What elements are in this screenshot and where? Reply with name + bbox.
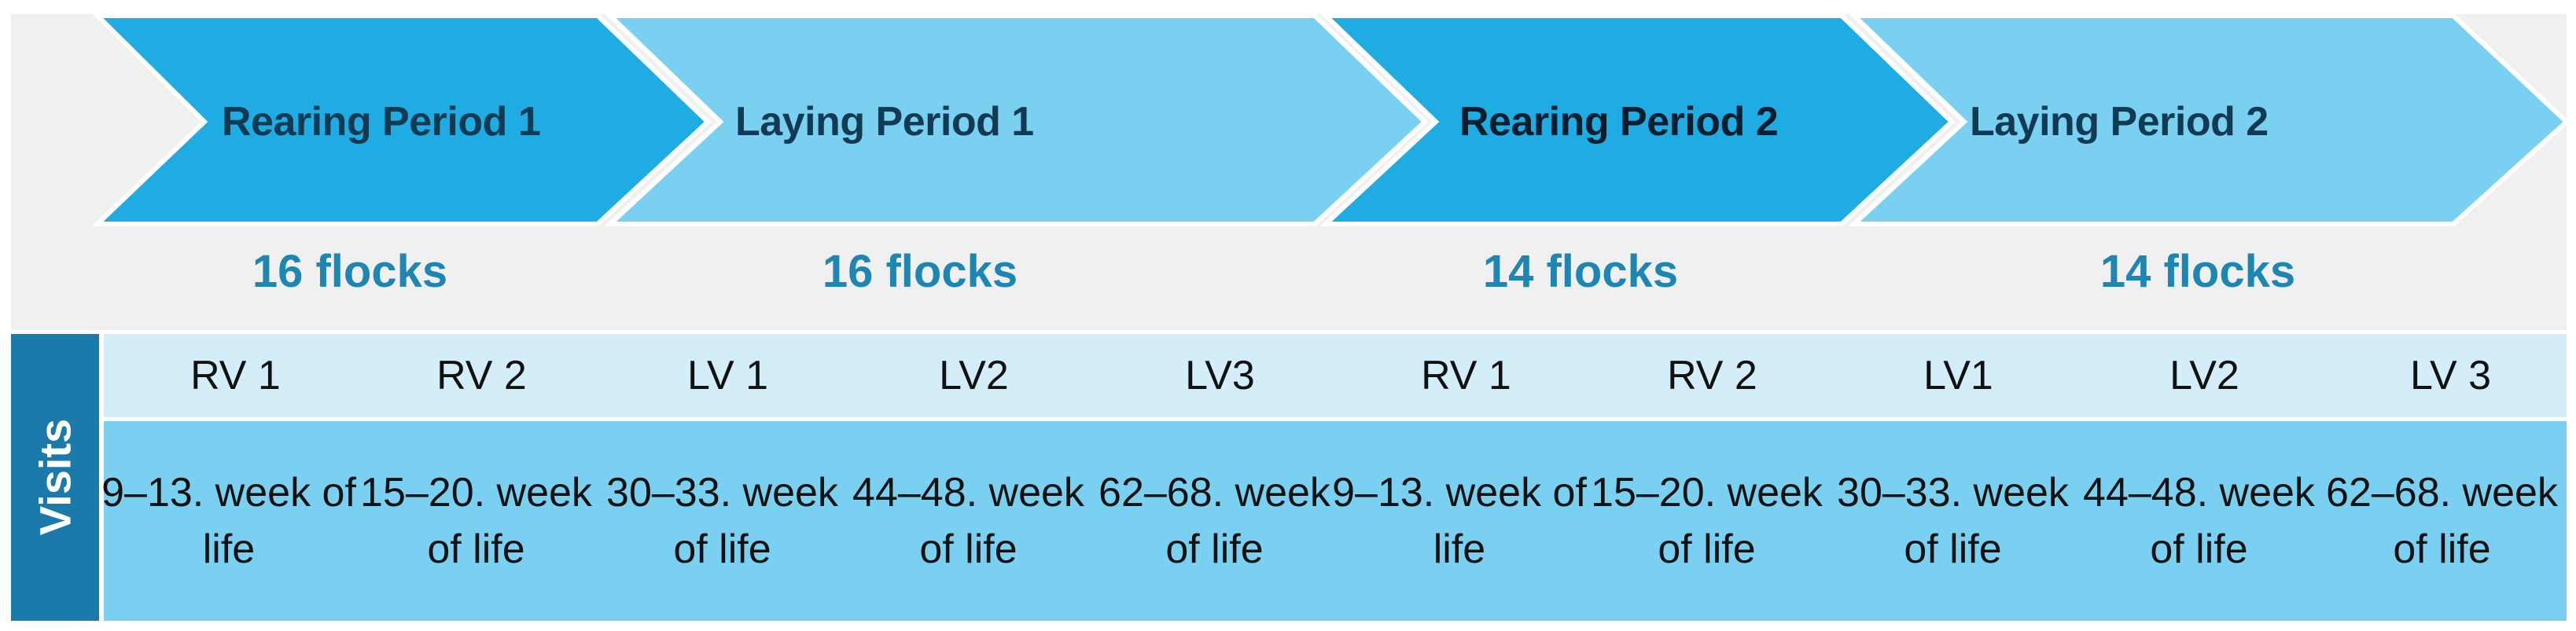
- visits-label: Visits: [30, 418, 80, 536]
- visit-code: RV 1: [1421, 353, 1511, 398]
- flock-count-laying-1: 16 flocks: [822, 245, 1018, 297]
- visit-timing: 30–33. week of life: [606, 470, 838, 572]
- phase-arrow-laying-1: [604, 13, 1429, 226]
- visit-code: LV2: [939, 353, 1009, 398]
- flock-count-laying-2: 14 flocks: [2099, 245, 2296, 297]
- phase-arrow-laying-2: [1848, 13, 2570, 226]
- visit-code: RV 1: [190, 353, 281, 398]
- visit-code: RV 2: [1667, 353, 1757, 398]
- visit-code: LV 1: [686, 353, 769, 398]
- phase-label-laying-2: Laying Period 2: [1970, 99, 2269, 145]
- flock-count-rearing-2: 14 flocks: [1482, 245, 1679, 297]
- visit-timing: 15–20. week of life: [360, 470, 592, 572]
- visit-timing: 9–13. week of life: [1332, 470, 1587, 572]
- visit-timing: 15–20. week of life: [1591, 470, 1823, 572]
- visit-timing: 9–13. week of life: [101, 470, 356, 572]
- visits-tab: [11, 334, 99, 621]
- visit-code: LV 3: [2409, 353, 2492, 398]
- visit-code: LV3: [1185, 353, 1255, 398]
- phase-label-rearing-1: Rearing Period 1: [222, 99, 541, 145]
- phase-arrow-rearing-1: [91, 13, 712, 226]
- phase-label-laying-1: Laying Period 1: [735, 99, 1034, 145]
- visit-code: RV 2: [436, 353, 527, 398]
- visit-timing: 30–33. week of life: [1837, 470, 2069, 572]
- visit-code-row: [104, 334, 2567, 417]
- visit-timing: 62–68. week of life: [2326, 470, 2558, 572]
- visit-timing: 44–48. week of life: [2083, 470, 2315, 572]
- visit-code: LV1: [1923, 353, 1993, 398]
- phase-arrows: [91, 13, 2570, 226]
- visit-time-row: [104, 421, 2567, 621]
- visit-timing: 44–48. week of life: [852, 470, 1084, 572]
- flock-count-rearing-1: 16 flocks: [252, 245, 448, 297]
- visit-timing: 62–68. week of life: [1098, 470, 1330, 572]
- visit-code: LV2: [2169, 353, 2239, 398]
- phase-label-rearing-2: Rearing Period 2: [1459, 99, 1779, 145]
- phase-arrow-rearing-2: [1319, 13, 1956, 226]
